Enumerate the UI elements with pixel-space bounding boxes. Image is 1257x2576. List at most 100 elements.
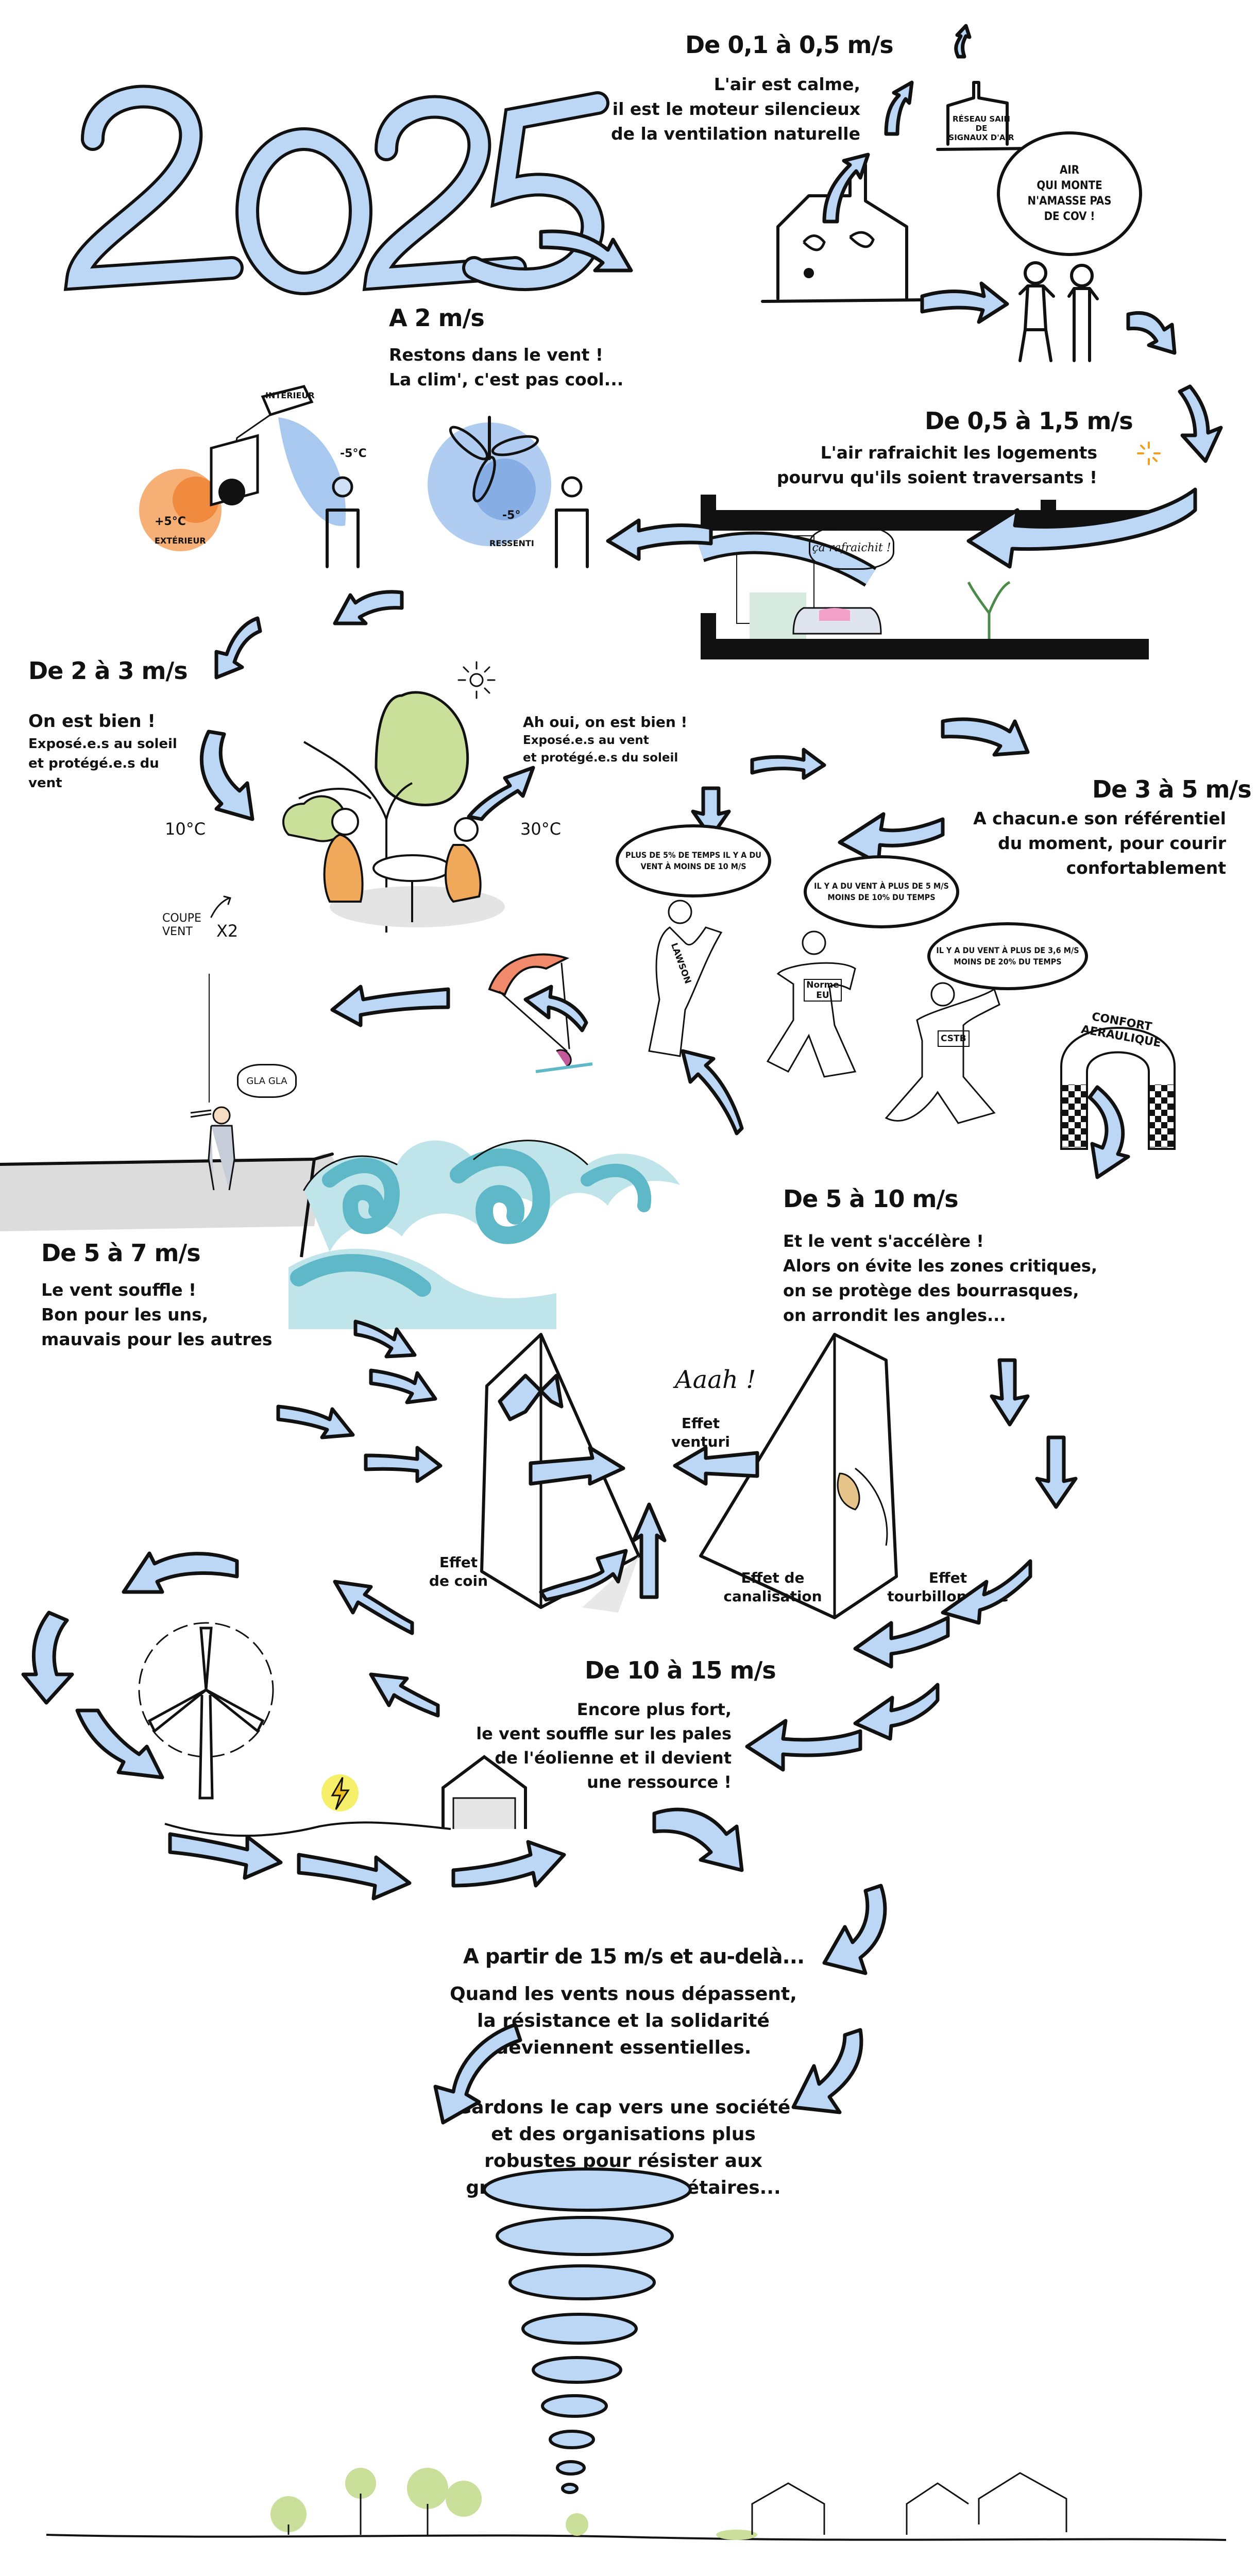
- section-runners-heading: De 3 à 5 m/s: [1092, 775, 1252, 803]
- arrow-people-down: [1126, 311, 1177, 355]
- arrow-storm-right-top: [822, 1884, 887, 1975]
- effect-channel: Effet de canalisation: [723, 1569, 822, 1605]
- temp-left: 10°C: [165, 819, 206, 839]
- runner-bubble-lawson: Plus de 5% de temps il y a du vent à moi…: [616, 824, 771, 897]
- arrow-to-turbine-1: [333, 1580, 414, 1635]
- glagla-bubble: GLA GLA: [237, 1064, 297, 1098]
- arrow-cycle-left: [21, 1611, 74, 1705]
- sun-icon: [457, 661, 496, 699]
- runner-bubble-eu: Il y a du vent à plus de 5 m/s moins de …: [804, 855, 959, 928]
- temp-right: 30°C: [520, 819, 562, 839]
- aaah-exclamation: Aaah !: [675, 1365, 756, 1394]
- effect-venturi: Effet venturi: [671, 1415, 730, 1450]
- windbreak-arrow-icon: [210, 895, 231, 918]
- section-calm-text: L'air est calme, il est le moteur silenc…: [610, 74, 860, 144]
- section-two-heading: A 2 m/s: [389, 304, 485, 332]
- hot-temp-label: +5°C: [155, 515, 186, 528]
- arrow-wind-1: [353, 1319, 417, 1359]
- interior-label: INTÉRIEUR: [265, 391, 315, 400]
- section-runners-text: A chacun.e son référentiel du moment, po…: [973, 808, 1226, 878]
- arrow-wind-down-2: [1035, 1435, 1078, 1509]
- arrow-through-apartment: [966, 487, 1197, 569]
- cyclone-drawing: [483, 2167, 692, 2494]
- ventilated-house-drawing: [761, 152, 924, 303]
- felt-label: RESSENTI: [489, 538, 534, 548]
- arrow-arch-down: [1088, 1085, 1130, 1179]
- arrow-down-left: [214, 616, 262, 680]
- apartment-section-drawing: [697, 495, 1149, 659]
- cold-temp-label: -5°C: [340, 447, 367, 460]
- terrace-title: On est bien !: [28, 711, 156, 732]
- arrow-down-to-storm: [652, 1807, 744, 1872]
- power-line: [164, 1821, 451, 1837]
- effect-corner: Effet de coin: [429, 1554, 488, 1589]
- terrace-text: Exposé.e.s au soleil et protégé.e.s du v…: [28, 736, 177, 791]
- arrow-to-clim: [606, 518, 713, 561]
- ceiling-fan-drawing: [428, 416, 551, 546]
- arrow-up-kite: [523, 985, 588, 1032]
- section-two-text: Restons dans le vent ! La clim', c'est p…: [389, 345, 624, 389]
- arrow-to-house: [297, 1853, 412, 1901]
- section-terrace-heading: De 2 à 3 m/s: [28, 657, 188, 685]
- small-house-drawing: [441, 1755, 527, 1829]
- arrow-wind-down-1: [990, 1358, 1030, 1427]
- section-gust-text: Et le vent s'accélère ! Alors on évite l…: [783, 1231, 1097, 1325]
- arrow-house-right-2: [451, 1840, 566, 1888]
- runner-cstb: [885, 982, 1000, 1124]
- arrow-cycle-top: [122, 1551, 239, 1594]
- windswept-person: [190, 1106, 235, 1191]
- arrow-left-cycle-1: [745, 1719, 862, 1772]
- horizon-landscape: [46, 2468, 1227, 2541]
- section-cliff-heading: De 5 à 7 m/s: [41, 1239, 201, 1267]
- lightning-bolt-icon: [321, 1774, 359, 1811]
- section-cross-heading: De 0,5 à 1,5 m/s: [925, 407, 1133, 435]
- arrow-curve-corner: [539, 1549, 628, 1602]
- arrow-left-cycle-4: [853, 1683, 940, 1741]
- up-arrow-icon: [884, 80, 914, 136]
- kitesurf-drawing: [488, 953, 593, 1073]
- arrow-into-terrace: [199, 730, 254, 821]
- air-conditioner-drawing: [139, 385, 346, 551]
- arrow-storm-right-mid: [791, 2028, 863, 2114]
- windbreak-factor: X2: [216, 921, 239, 941]
- exterior-label: EXTÉRIEUR: [155, 536, 206, 546]
- felt-temp-label: -5°: [502, 509, 521, 522]
- title-2025-lettering: [63, 84, 609, 295]
- terrace-reply-text: Exposé.e.s au vent et protégé.e.s du sol…: [523, 734, 678, 765]
- cov-speech-bubble: AIR QUI MONTE N'AMASSE PAS DE COV !: [997, 131, 1142, 256]
- sun-sparkle-icon: [1137, 442, 1161, 465]
- arrow-left-cycle-3: [941, 1559, 1032, 1625]
- buildings-effects-drawing: [480, 1333, 898, 1619]
- section-cliff-text: Le vent souffle ! Bon pour les uns, mauv…: [41, 1280, 273, 1349]
- person-under-fan: [555, 476, 589, 568]
- section-cross-text: L'air rafraichit les logements pourvu qu…: [776, 443, 1097, 487]
- arrow-small-right: [750, 748, 826, 780]
- arrow-wind-2: [369, 1368, 437, 1404]
- finish-arch-drawing: [1060, 1027, 1176, 1150]
- thin-pole-line: [209, 974, 210, 1103]
- arrow-cycle-bottom-left: [75, 1708, 164, 1780]
- arrow-right-down: [1178, 384, 1223, 463]
- runner-bib-eu: Norme EU: [804, 979, 842, 1002]
- chimney-sign-label: RÉSEAU SAIN DE SIGNAUX D'AIR: [948, 114, 1014, 142]
- arrow-to-turbine-2: [369, 1672, 440, 1718]
- person-under-ac: [326, 476, 360, 568]
- terrace-tree-drawing: [282, 691, 505, 933]
- wind-turbine-drawing: [138, 1622, 274, 1800]
- runner-eu: [766, 930, 857, 1078]
- section-calm-heading: De 0,1 à 0,5 m/s: [685, 31, 894, 59]
- runner-bib-cstb: CSTB: [938, 1030, 970, 1047]
- section-gust-heading: De 5 à 10 m/s: [783, 1185, 959, 1213]
- arrow-left-to-cliff: [330, 985, 450, 1027]
- section-turbine-heading: De 10 à 15 m/s: [585, 1656, 776, 1684]
- arrow-storm-left: [433, 2023, 522, 2125]
- arrow-wind-4: [364, 1446, 443, 1483]
- arrow-house-right: [920, 281, 1009, 324]
- arrow-2025-to-house: [539, 229, 633, 273]
- section-storm-heading: A partir de 15 m/s et au-delà...: [463, 1945, 805, 1969]
- arrow-terrace-out: [467, 766, 535, 821]
- arrow-left-cycle-2: [853, 1616, 950, 1669]
- runner-lawson: [648, 900, 723, 1057]
- section-turbine-text: Encore plus fort, le vent souffle sur le…: [476, 1700, 732, 1792]
- rafraichit-bubble: ça rafraichit !: [809, 526, 894, 570]
